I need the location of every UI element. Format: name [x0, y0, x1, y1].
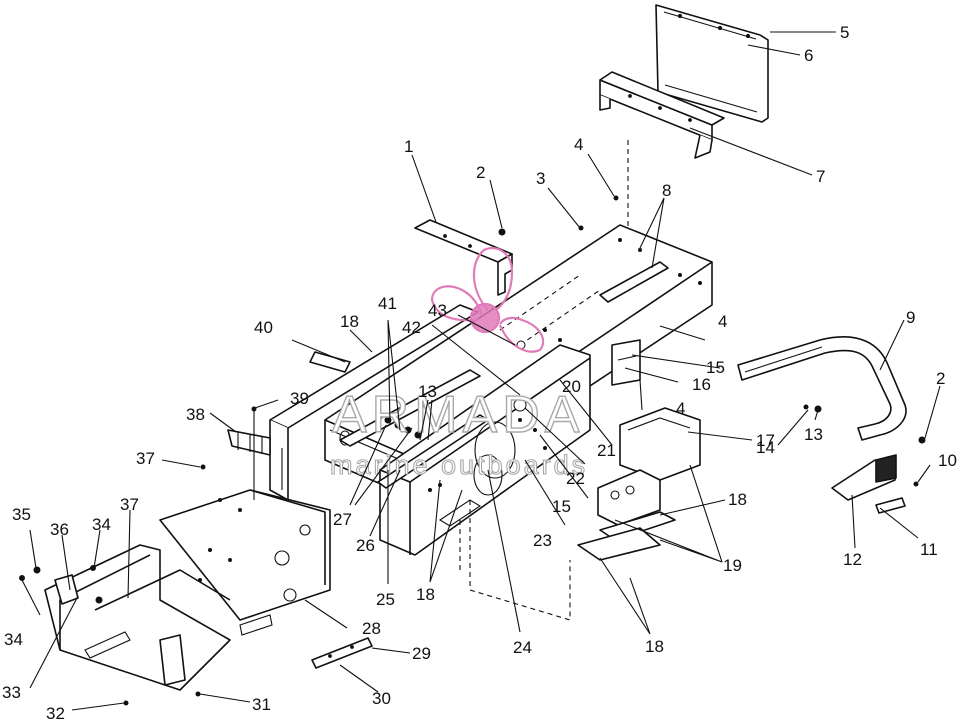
callout-2: 2	[476, 163, 485, 182]
callout-4: 4	[676, 399, 685, 418]
part-top-bracket	[414, 219, 513, 296]
callout-18: 18	[728, 490, 747, 509]
callout-40: 40	[254, 318, 273, 337]
callout-37: 37	[120, 495, 139, 514]
brand-tagline: marine outboards	[330, 450, 588, 480]
part-angle-bracket	[599, 71, 725, 230]
callout-13: 13	[418, 382, 437, 401]
callout-30: 30	[372, 689, 391, 708]
part-handle	[737, 336, 907, 441]
callout-11: 11	[920, 540, 938, 559]
callout-3: 3	[536, 169, 545, 188]
callout-19: 19	[723, 556, 742, 575]
callout-4: 4	[574, 135, 583, 154]
callout-12: 12	[843, 550, 862, 569]
callout-1: 1	[404, 137, 413, 156]
callout-34: 34	[4, 630, 23, 649]
callout-5: 5	[840, 23, 849, 42]
callout-20: 20	[562, 377, 581, 396]
callout-33: 33	[2, 683, 21, 702]
callout-17: 17	[756, 431, 775, 450]
part-rear-frame	[44, 489, 331, 691]
callout-31: 31	[252, 695, 271, 714]
callout-6: 6	[804, 46, 813, 65]
callout-22: 22	[566, 469, 585, 488]
callout-27: 27	[333, 510, 352, 529]
part-right-brackets	[577, 339, 701, 561]
callout-10: 10	[938, 451, 957, 470]
callout-15: 15	[552, 497, 571, 516]
brand-name: ARMADA	[332, 386, 584, 444]
callout-35: 35	[12, 505, 31, 524]
callout-7: 7	[816, 167, 825, 186]
callout-14: 14	[756, 438, 775, 457]
callout-28: 28	[362, 619, 381, 638]
callout-13: 13	[804, 425, 823, 444]
callout-2: 2	[936, 369, 945, 388]
callout-42: 42	[402, 318, 421, 337]
leader-lines	[21, 31, 941, 711]
callout-4: 4	[718, 312, 727, 331]
callout-37: 37	[136, 449, 155, 468]
callout-16: 16	[692, 375, 711, 394]
callout-18: 18	[340, 312, 359, 331]
callout-29: 29	[412, 644, 431, 663]
callout-41: 41	[378, 294, 397, 313]
callout-43: 43	[428, 301, 447, 320]
callout-21: 21	[597, 441, 616, 460]
callout-18: 18	[416, 585, 435, 604]
fasteners	[19, 195, 926, 706]
callout-34: 34	[92, 515, 111, 534]
callout-26: 26	[356, 536, 375, 555]
callout-36: 36	[50, 520, 69, 539]
part-pad	[831, 454, 906, 514]
brand-watermark: ARMADA marine outboards	[329, 246, 588, 481]
callout-labels: 1 2 2 3 4 4 4 5 6 7 8 9 10 11 12 13 13 1…	[2, 23, 957, 721]
callout-18: 18	[645, 637, 664, 656]
callout-32: 32	[46, 704, 65, 721]
callout-39: 39	[290, 389, 309, 408]
callout-24: 24	[513, 638, 532, 657]
callout-8: 8	[662, 181, 671, 200]
callout-25: 25	[376, 590, 395, 609]
callout-9: 9	[906, 308, 915, 327]
callout-38: 38	[186, 405, 205, 424]
callout-23: 23	[533, 531, 552, 550]
callout-15: 15	[706, 358, 725, 377]
